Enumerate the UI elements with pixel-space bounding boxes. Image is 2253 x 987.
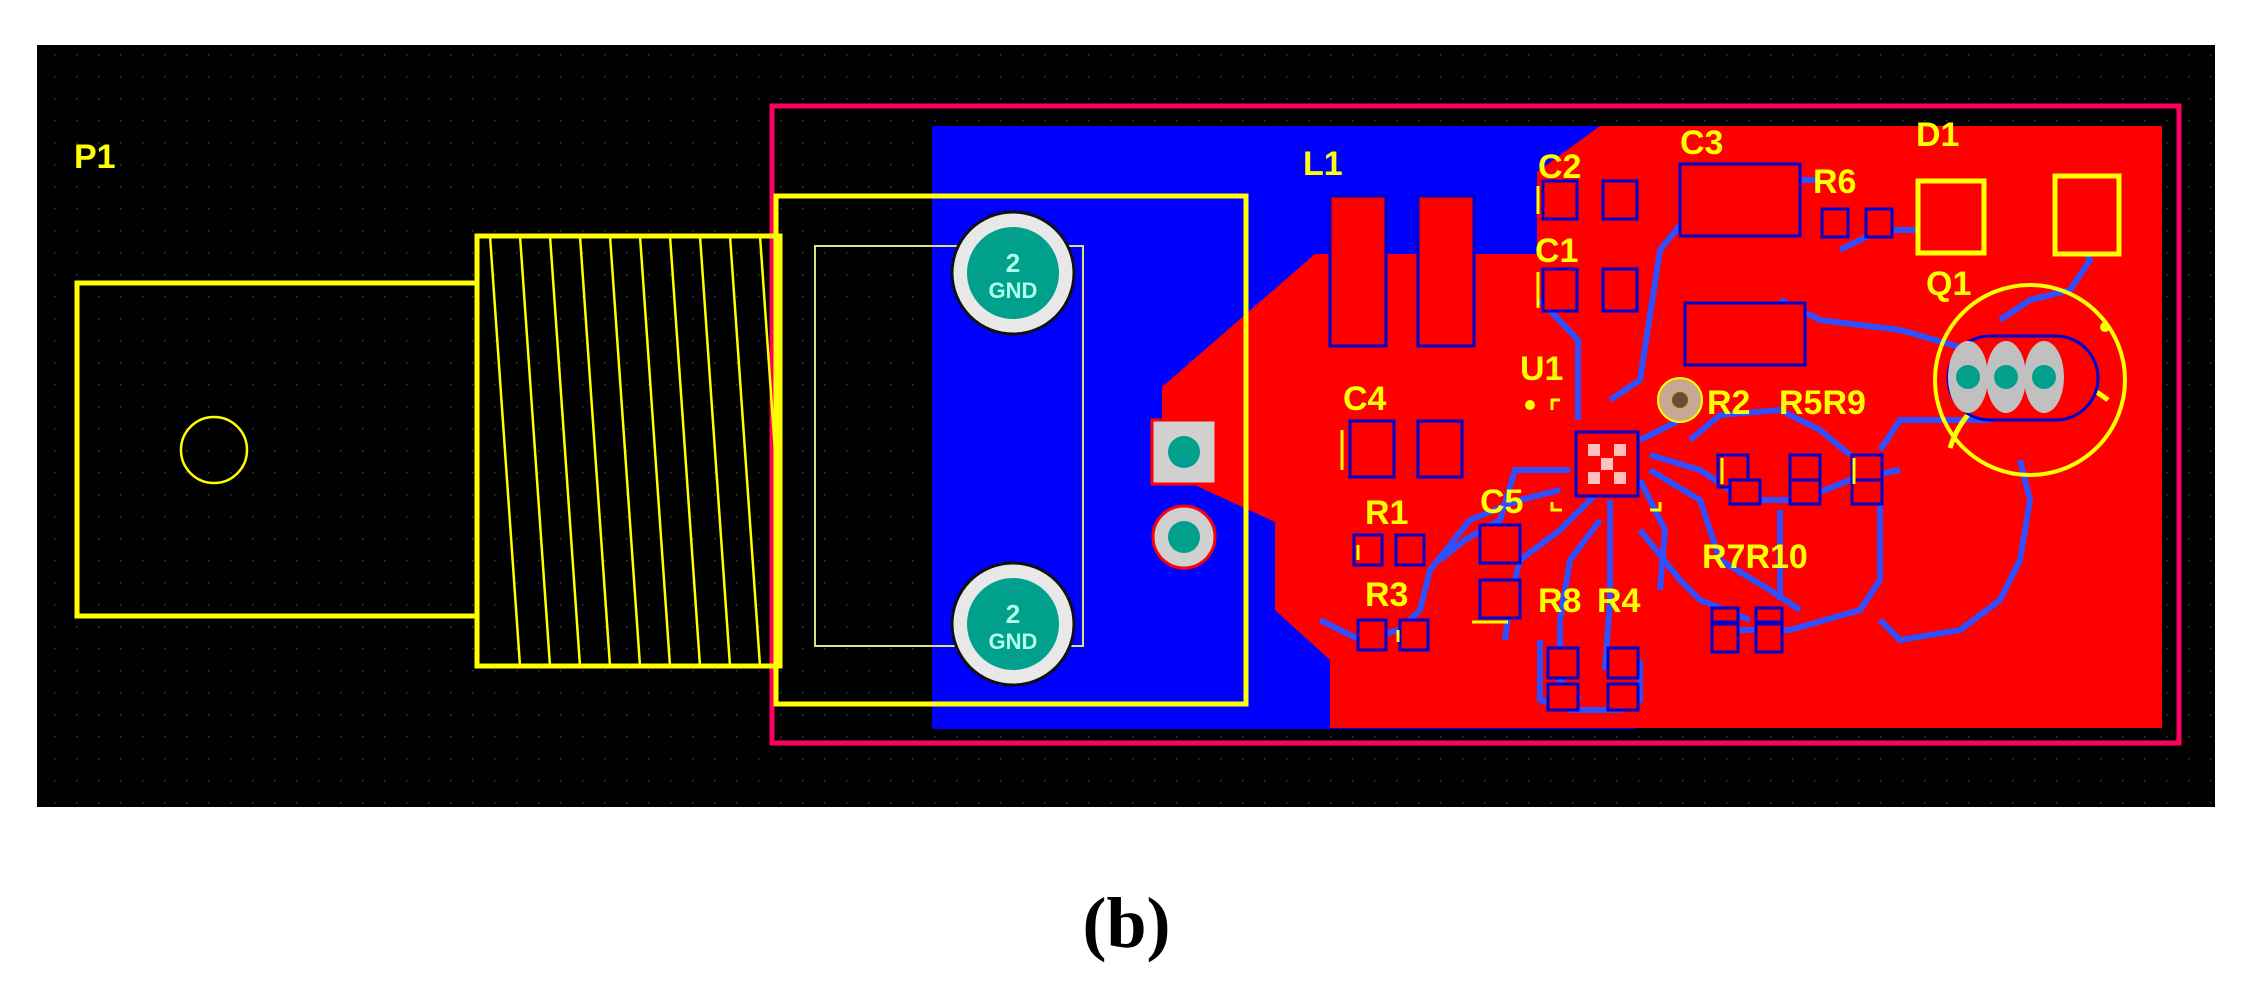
label-l1: L1	[1303, 145, 1343, 183]
label-p1: P1	[74, 138, 116, 176]
figure-caption: (b)	[1082, 883, 1171, 963]
d1-pads	[1915, 173, 2122, 257]
silkscreen-markers	[1340, 186, 1856, 642]
label-q1: Q1	[1926, 265, 1971, 303]
label-r5r9: R5R9	[1779, 384, 1866, 422]
gnd-pad-top-net: GND	[989, 278, 1038, 303]
label-c3: C3	[1680, 124, 1723, 162]
connector-thread-body	[474, 233, 783, 669]
q1-footprint	[1933, 283, 2127, 477]
connector-inner-outline	[814, 245, 1084, 647]
gnd-pad-bottom-number: 2	[1006, 599, 1020, 629]
u1-package	[1525, 400, 1640, 498]
connector-thread-lines	[488, 236, 780, 666]
label-r3: R3	[1365, 576, 1408, 614]
label-r2: R2	[1707, 384, 1750, 422]
label-r7r10: R7R10	[1702, 538, 1808, 576]
gnd-pad-bottom-net: GND	[989, 629, 1038, 654]
label-r8: R8	[1538, 582, 1581, 620]
designator-labels: P1 L1 C2 C1 C3 R6 D1 Q1 U1 C4 R2 R5R9 R1…	[74, 116, 1971, 620]
r2-via	[1657, 377, 1703, 423]
label-r6: R6	[1813, 163, 1856, 201]
gnd-pad-top: 2 GND	[950, 210, 1076, 336]
label-d1: D1	[1916, 116, 1959, 154]
label-r1: R1	[1365, 494, 1408, 532]
signal-pin-square	[1150, 418, 1218, 486]
label-c4: C4	[1343, 380, 1387, 418]
gnd-pad-bottom: 2 GND	[950, 561, 1076, 687]
label-c5: C5	[1480, 483, 1523, 521]
connector-flange	[773, 193, 1249, 707]
gnd-pad-top-number: 2	[1006, 248, 1020, 278]
label-c1: C1	[1535, 232, 1578, 270]
label-u1: U1	[1520, 350, 1563, 388]
connector-center-pin-outline	[179, 415, 249, 485]
label-r4: R4	[1597, 582, 1641, 620]
signal-pin-round	[1151, 504, 1217, 570]
label-c2: C2	[1538, 148, 1581, 186]
